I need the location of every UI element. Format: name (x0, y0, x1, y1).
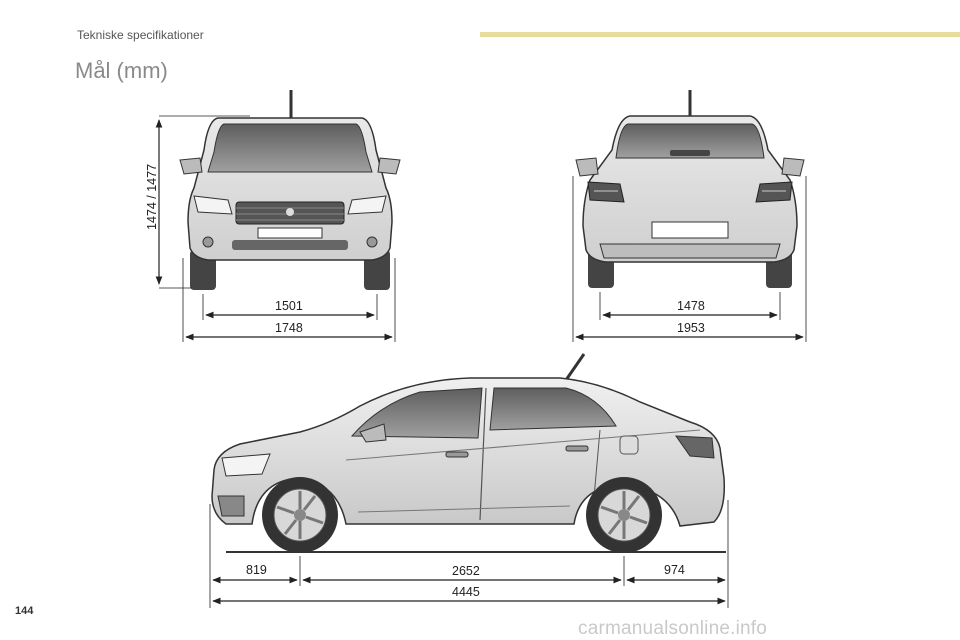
front-view-car (179, 90, 401, 290)
front-height-dimension (155, 115, 250, 289)
wheelbase-label: 2652 (452, 564, 480, 578)
rear-width-dimension (572, 176, 807, 342)
front-width-label: 1748 (275, 321, 303, 335)
header-accent-bar (480, 32, 960, 37)
rear-track-label: 1478 (677, 299, 705, 313)
watermark: carmanualsonline.info (578, 618, 768, 639)
rear-view-car (575, 90, 805, 288)
front-track-dimension (202, 294, 378, 320)
rear-overhang-label: 974 (664, 563, 685, 577)
front-track-label: 1501 (275, 299, 303, 313)
rear-track-dimension (599, 292, 781, 320)
page-number: 144 (15, 605, 34, 617)
section-header: Tekniske specifikationer (77, 28, 204, 42)
front-overhang-label: 819 (246, 563, 267, 577)
front-height-label: 1474 / 1477 (145, 164, 159, 230)
rear-width-label: 1953 (677, 321, 705, 335)
page-title: Mål (mm) (75, 58, 168, 83)
overall-length-label: 4445 (452, 585, 480, 599)
side-view-car (211, 353, 726, 553)
front-width-dimension (182, 258, 396, 342)
side-dimension-lines (209, 500, 729, 608)
